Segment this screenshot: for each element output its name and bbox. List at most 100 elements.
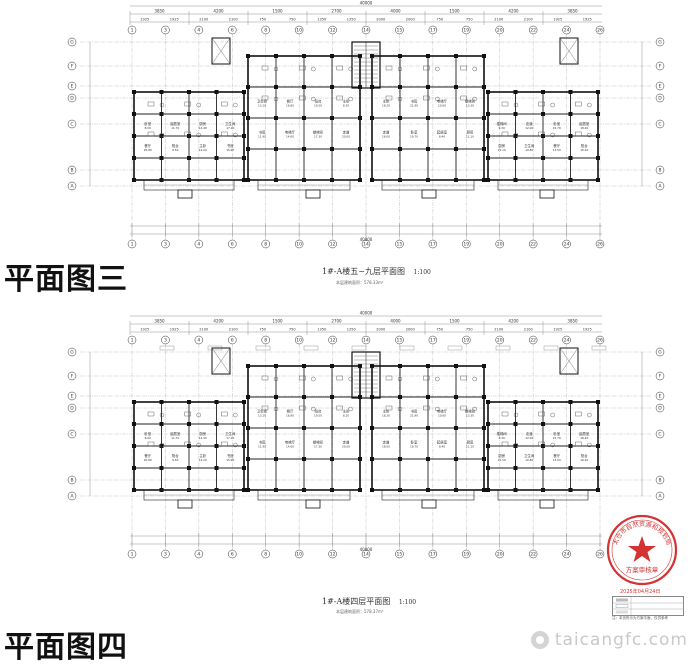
overall-dimension: 40000 bbox=[360, 311, 373, 316]
structural-column bbox=[486, 112, 490, 116]
axis-bubble bbox=[395, 239, 404, 249]
structural-column bbox=[398, 54, 402, 58]
structural-column bbox=[370, 54, 374, 58]
room-label: 餐厅 bbox=[553, 143, 560, 148]
structural-column bbox=[541, 422, 545, 426]
fixture bbox=[261, 95, 269, 101]
fixture bbox=[587, 442, 592, 448]
structural-column bbox=[398, 395, 402, 399]
room-label: 主卧 bbox=[343, 409, 350, 414]
room-label: 卧室 bbox=[144, 431, 151, 436]
room-area: 18.40 bbox=[580, 436, 588, 440]
axis-label: D bbox=[658, 96, 662, 102]
structural-column bbox=[398, 457, 402, 461]
axis-label: 19 bbox=[463, 28, 469, 34]
fixture bbox=[435, 96, 440, 102]
axis-bubble bbox=[228, 25, 237, 35]
room-area: 8.00 bbox=[145, 126, 151, 130]
axis-bubble bbox=[528, 239, 538, 249]
room-area: 13.30 bbox=[466, 104, 474, 108]
structural-column bbox=[482, 488, 486, 492]
structural-column bbox=[132, 112, 136, 116]
axis-bubble bbox=[655, 371, 665, 381]
axis-label: 1 bbox=[131, 552, 134, 558]
room-area: 13.10 bbox=[258, 104, 266, 108]
axis-label: 8 bbox=[264, 552, 267, 558]
axis-label: 3 bbox=[164, 242, 167, 248]
plan-scale: 1:100 bbox=[413, 269, 431, 276]
fixture bbox=[501, 101, 509, 107]
room-area: 11.90 bbox=[258, 135, 266, 139]
structural-column bbox=[596, 444, 600, 448]
structural-column bbox=[541, 90, 545, 94]
structural-column bbox=[568, 444, 573, 448]
fixture bbox=[184, 411, 191, 417]
axis-bubble bbox=[462, 549, 471, 559]
structural-column bbox=[358, 364, 362, 368]
structural-column bbox=[370, 364, 374, 368]
room-area: 9.30 bbox=[499, 436, 505, 440]
axis-bubble bbox=[655, 165, 665, 175]
axis-label: F bbox=[71, 64, 74, 70]
room-area: 14.60 bbox=[286, 135, 294, 139]
room-label: 厨房 bbox=[467, 440, 474, 445]
fixture bbox=[575, 101, 582, 107]
fixture bbox=[261, 65, 269, 71]
axis-bubble bbox=[127, 549, 137, 559]
fixture bbox=[311, 376, 316, 382]
dimension-label: 1350 bbox=[317, 18, 326, 22]
structural-column bbox=[246, 85, 250, 89]
fixture bbox=[311, 66, 316, 72]
room-label: 厨房 bbox=[199, 431, 206, 436]
structural-column bbox=[132, 156, 136, 160]
axis-bubble bbox=[261, 549, 270, 559]
dimension-label: 2100 bbox=[229, 328, 238, 332]
structural-column bbox=[302, 54, 306, 58]
room-label: 餐厅 bbox=[144, 143, 151, 148]
axis-bubble bbox=[127, 25, 137, 35]
callout-tag bbox=[255, 345, 271, 351]
fixture bbox=[435, 376, 440, 382]
axis-bubble bbox=[655, 37, 665, 47]
fixture bbox=[221, 101, 228, 107]
watermark: taicangfc.com bbox=[530, 630, 688, 650]
structural-column bbox=[596, 400, 600, 404]
axis-bubble bbox=[655, 81, 665, 91]
structural-column bbox=[482, 457, 486, 461]
stamp-name: 方案审核章 bbox=[626, 565, 659, 574]
axis-label: 24 bbox=[564, 28, 570, 34]
room-label: 卧室 bbox=[144, 121, 151, 126]
axis-label: 15 bbox=[397, 28, 403, 34]
room-label: 阳台 bbox=[172, 453, 179, 458]
structural-column bbox=[246, 178, 250, 182]
fixture bbox=[423, 405, 430, 411]
structural-column bbox=[513, 112, 518, 116]
fixture bbox=[299, 65, 306, 71]
dimension-label: 2100 bbox=[524, 328, 533, 332]
room-label: 卫生间 bbox=[524, 143, 535, 148]
axis-bubble bbox=[655, 181, 665, 191]
shaft-cross bbox=[211, 37, 231, 65]
structural-column bbox=[132, 90, 136, 94]
axis-label: D bbox=[70, 96, 74, 102]
fixture bbox=[233, 412, 238, 418]
axis-label: 17 bbox=[430, 338, 436, 344]
structural-column bbox=[159, 422, 164, 426]
axis-label: C bbox=[658, 432, 661, 438]
structural-column bbox=[274, 85, 278, 89]
fixture bbox=[397, 96, 403, 102]
room-area: 11.90 bbox=[258, 445, 266, 449]
room-label: 阳台 bbox=[581, 143, 588, 148]
dimension-label: 3850 bbox=[567, 319, 578, 324]
room-label: 阳台 bbox=[581, 453, 588, 458]
structural-column bbox=[454, 364, 458, 368]
overall-dimension: 40000 bbox=[360, 1, 373, 6]
room-area: 18.40 bbox=[580, 126, 588, 130]
room-label: 餐厅 bbox=[144, 453, 151, 458]
stamp-star-icon bbox=[628, 536, 656, 562]
structural-column bbox=[426, 364, 430, 368]
structural-column bbox=[568, 422, 573, 426]
room-area: 12.20 bbox=[199, 458, 207, 462]
room-area: 14.60 bbox=[286, 445, 294, 449]
room-label: 电梯厅 bbox=[437, 99, 448, 104]
